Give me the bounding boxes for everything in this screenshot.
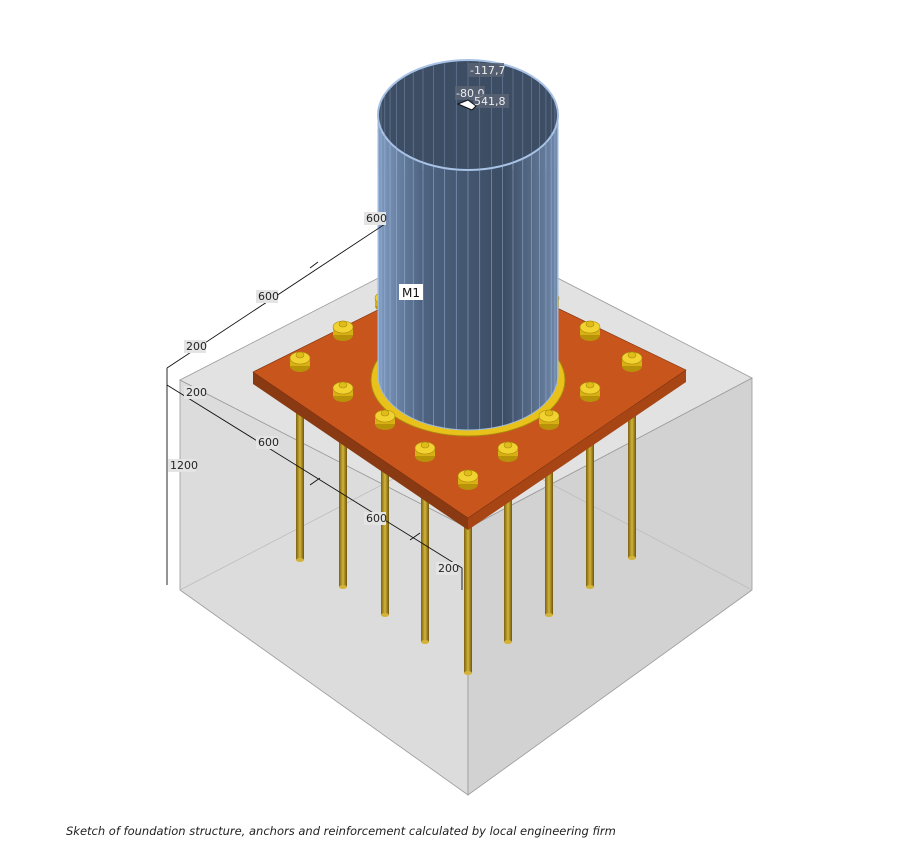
dim-left-200: 200: [186, 386, 207, 399]
anchor-nut: [289, 351, 311, 372]
anchor-nut: [332, 320, 354, 341]
dim-height-1200: 1200: [170, 459, 198, 472]
dim-top-600-b: 600: [258, 290, 279, 303]
anchor-rod: [464, 480, 472, 673]
dim-front-600-b: 600: [366, 512, 387, 525]
anchor-nut: [579, 320, 601, 341]
dim-front-200: 200: [438, 562, 459, 575]
dimension-labels: 600 600 200 200 600 600 200 1200 M1 -117…: [168, 63, 509, 575]
anchor-nut: [579, 381, 601, 402]
anchor-rod: [339, 392, 347, 587]
anchor-nut: [621, 351, 643, 372]
anchor-nut: [414, 441, 436, 462]
anchor-rod: [504, 452, 512, 642]
anchor-rod: [545, 420, 553, 615]
member-label: M1: [402, 286, 420, 300]
anchor-nuts-front: [289, 351, 643, 490]
anchor-nut: [332, 381, 354, 402]
anchor-rod: [586, 392, 594, 587]
anchor-rod: [296, 362, 304, 560]
anchor-nut: [538, 409, 560, 430]
anchor-nut: [374, 409, 396, 430]
anchor-rod: [628, 362, 636, 558]
anchor-rod: [421, 452, 429, 642]
anchor-nut: [457, 469, 479, 490]
load-arrow-icon: [456, 99, 477, 111]
dim-top-600-a: 600: [366, 212, 387, 225]
dim-front-600-a: 600: [258, 436, 279, 449]
force-label: -117,7: [470, 64, 505, 77]
column-m1: [370, 59, 566, 437]
figure-caption: Sketch of foundation structure, anchors …: [66, 824, 616, 838]
force-label: 541,8: [474, 95, 506, 108]
anchor-nut: [497, 441, 519, 462]
dim-top-200: 200: [186, 340, 207, 353]
